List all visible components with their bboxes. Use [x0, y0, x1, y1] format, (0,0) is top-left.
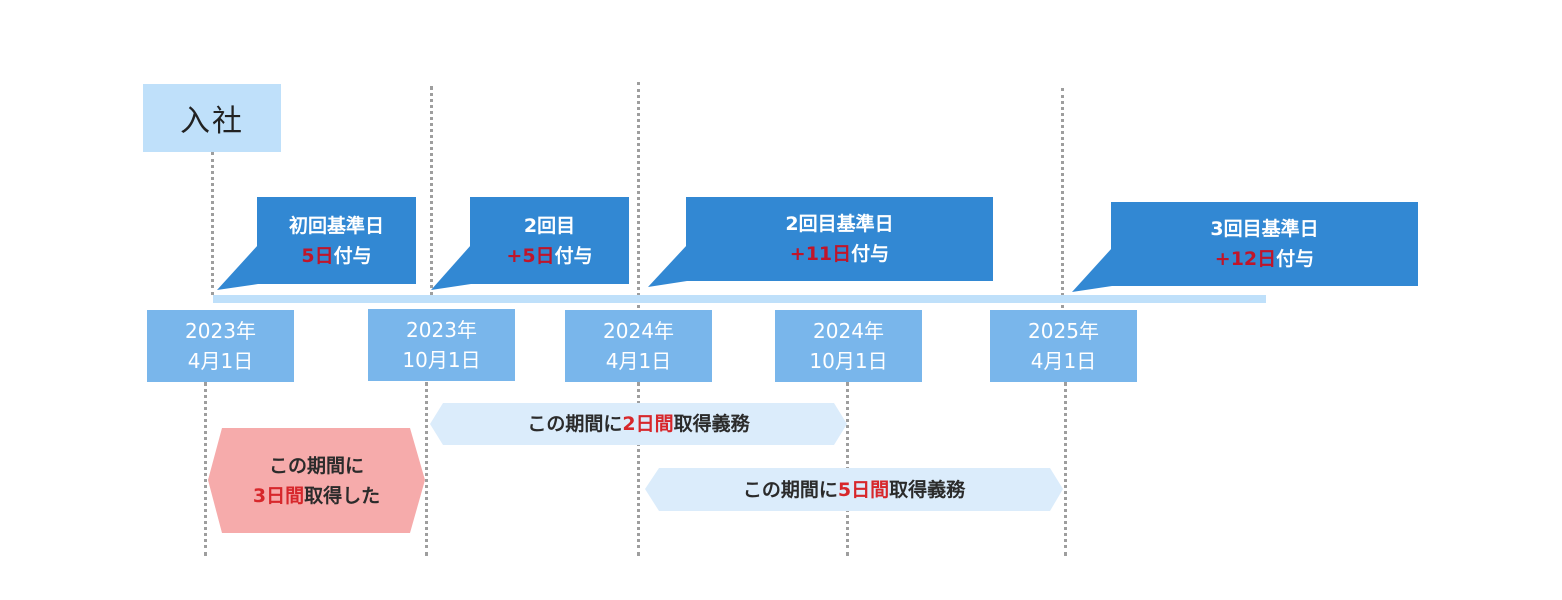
date-day: 10月1日: [809, 349, 888, 373]
guide-line-2025-04-bottom: [1064, 382, 1067, 556]
date-year: 2025年: [1028, 319, 1099, 343]
date-day: 10月1日: [402, 348, 481, 372]
grant-bubble-second-base: 2回目基準日 +11日付与: [686, 197, 993, 281]
grant-bubble-third-base: 3回目基準日 +12日付与: [1111, 202, 1418, 286]
grant-suffix: 付与: [851, 243, 890, 265]
obligation-prefix: この期間に: [527, 413, 623, 435]
grant-suffix: 付与: [1276, 248, 1315, 270]
date-year: 2023年: [185, 319, 256, 343]
date-box-2023-04-01: 2023年 4月1日: [147, 310, 294, 382]
date-day: 4月1日: [605, 349, 672, 373]
guide-line-2025-04-top: [1061, 88, 1064, 308]
leave-taken-line2: 3日間取得した: [253, 481, 380, 511]
date-year: 2023年: [406, 318, 477, 342]
obligation-suffix: 取得義務: [673, 413, 750, 435]
leave-taken-banner: この期間に 3日間取得した: [208, 428, 425, 533]
guide-line-2024-04-bottom: [637, 382, 640, 556]
leave-taken-line1: この期間に: [268, 454, 364, 477]
guide-line-2024-04-top: [637, 82, 640, 308]
grant-bubble-second: 2回目 +5日付与: [470, 197, 629, 284]
grant-amount-line: +11日付与: [790, 239, 889, 269]
obligation-text: この期間に2日間取得義務: [527, 409, 749, 439]
obligation-banner-1: この期間に2日間取得義務: [430, 403, 847, 445]
grant-bubble-initial: 初回基準日 5日付与: [257, 197, 416, 284]
date-year: 2024年: [603, 319, 674, 343]
grant-title: 2回目基準日: [785, 213, 894, 235]
grant-suffix: 付与: [554, 244, 593, 267]
obligation-days: 2日間: [622, 413, 674, 435]
leave-taken-suffix: 取得した: [304, 484, 381, 507]
grant-amount-line: 5日付与: [301, 241, 371, 271]
obligation-text: この期間に5日間取得義務: [743, 475, 965, 505]
date-box-2023-10-01: 2023年 10月1日: [368, 309, 515, 381]
grant-title: 初回基準日: [288, 214, 384, 237]
grant-days: 5日: [301, 244, 334, 267]
grant-title: 2回目: [523, 214, 576, 237]
date-box-2024-10-01: 2024年 10月1日: [775, 310, 922, 382]
date-box-2024-04-01: 2024年 4月1日: [565, 310, 712, 382]
grant-days: +5日: [506, 244, 555, 267]
leave-taken-days: 3日間: [252, 484, 305, 507]
grant-title: 3回目基準日: [1210, 218, 1319, 240]
obligation-banner-2: この期間に5日間取得義務: [645, 468, 1063, 511]
date-day: 4月1日: [187, 349, 254, 373]
obligation-days: 5日間: [837, 478, 890, 501]
grant-amount-line: +12日付与: [1215, 244, 1314, 274]
date-day: 4月1日: [1030, 349, 1097, 373]
obligation-prefix: この期間に: [742, 478, 838, 501]
grant-suffix: 付与: [333, 244, 372, 267]
obligation-suffix: 取得義務: [889, 478, 966, 501]
grant-days: +12日: [1214, 248, 1277, 270]
guide-line-2023-04-bottom: [204, 382, 207, 556]
date-year: 2024年: [813, 319, 884, 343]
date-box-2025-04-01: 2025年 4月1日: [990, 310, 1137, 382]
grant-days: +11日: [789, 243, 852, 265]
guide-line-join-top: [211, 152, 214, 295]
guide-line-2023-10-bottom: [425, 382, 428, 556]
timeline-bar: [213, 295, 1266, 303]
join-company-label: 入社: [143, 84, 281, 152]
grant-amount-line: +5日付与: [506, 241, 592, 271]
guide-line-2023-10-top: [430, 86, 433, 296]
